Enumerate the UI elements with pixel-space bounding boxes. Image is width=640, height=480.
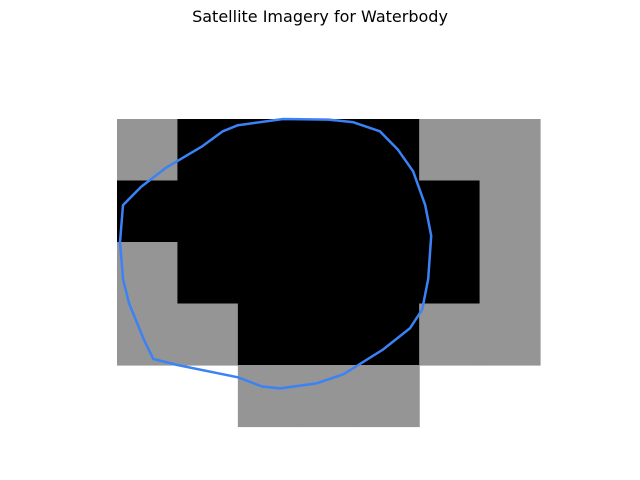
water-cell-r2-c1 (177, 242, 239, 305)
land-cell-r4-c3 (298, 365, 360, 428)
land-cell-r3-c5 (419, 303, 481, 366)
water-cell-r2-c4 (358, 242, 420, 305)
water-cell-r1-c1 (177, 180, 239, 243)
water-cell-r1-c5 (419, 180, 481, 243)
water-cell-r3-c4 (358, 303, 420, 366)
water-cell-r1-c2 (237, 180, 299, 243)
land-cell-r2-c6 (479, 242, 541, 305)
land-cell-r3-c6 (479, 303, 541, 366)
land-cell-r3-c1 (177, 303, 239, 366)
water-cell-r3-c2 (237, 303, 299, 366)
water-cell-r1-c3 (298, 180, 360, 243)
land-cell-r3-c0 (117, 303, 179, 366)
raster-grid (117, 119, 541, 428)
land-cell-r1-c6 (479, 180, 541, 243)
land-cell-r0-c6 (479, 119, 541, 182)
water-cell-r0-c3 (298, 119, 360, 182)
water-cell-r0-c4 (358, 119, 420, 182)
waterbody-outline (118, 117, 433, 390)
water-cell-r1-c0 (117, 180, 179, 243)
chart-title: Satellite Imagery for Waterbody (192, 7, 448, 26)
water-cell-r0-c2 (237, 119, 299, 182)
water-cell-r3-c3 (298, 303, 360, 366)
land-cell-r0-c5 (419, 119, 481, 182)
water-cell-r2-c3 (298, 242, 360, 305)
land-cell-r4-c4 (358, 365, 420, 428)
water-cell-r1-c4 (358, 180, 420, 243)
land-cell-r0-c0 (117, 119, 179, 182)
water-cell-r2-c2 (237, 242, 299, 305)
land-cell-r4-c2 (237, 365, 299, 428)
